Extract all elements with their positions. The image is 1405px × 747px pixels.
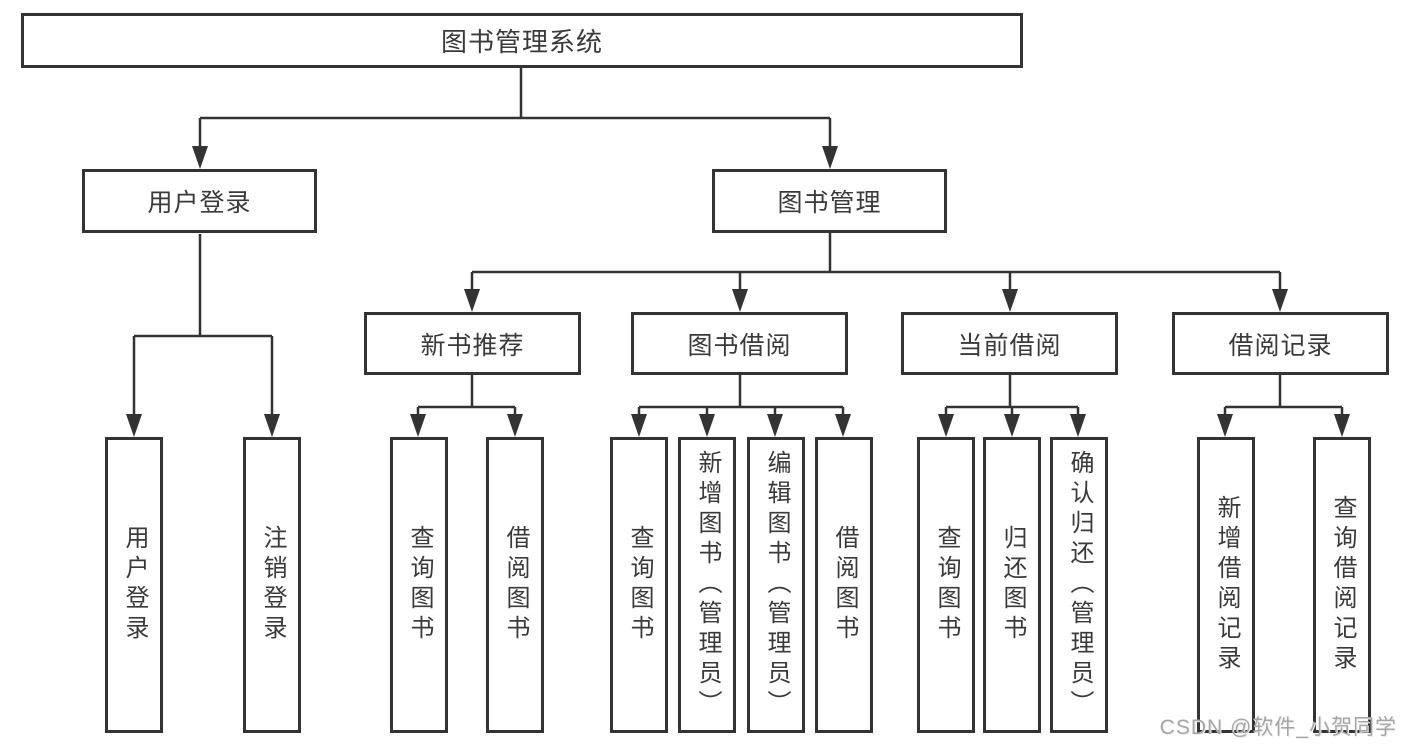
node-label: 当前借阅	[957, 331, 1062, 360]
arrow-down-icon	[699, 414, 715, 437]
arrow-down-icon	[938, 414, 954, 437]
leaf-label: 编辑图书（管理员）	[763, 450, 790, 720]
leaf-label: 借阅图书	[831, 525, 858, 645]
leaf-borrow-book-recommend: 借阅图书	[486, 437, 544, 733]
node-book-borrow: 图书借阅	[631, 312, 848, 375]
node-root-system: 图书管理系统	[21, 13, 1023, 68]
arrow-down-icon	[507, 414, 523, 437]
leaf-label: 新增图书（管理员）	[694, 450, 721, 720]
arrow-down-icon	[192, 146, 208, 169]
node-current-borrow: 当前借阅	[901, 312, 1118, 375]
arrow-down-icon	[410, 414, 426, 437]
node-label: 借阅记录	[1228, 331, 1333, 360]
node-book-management: 图书管理	[712, 169, 947, 233]
arrow-down-icon	[1272, 289, 1288, 312]
arrow-down-icon	[822, 146, 838, 169]
leaf-label: 查询图书	[406, 525, 433, 645]
arrow-down-icon	[767, 414, 783, 437]
node-new-book-recommend: 新书推荐	[364, 312, 581, 375]
leaf-label: 确认归还（管理员）	[1066, 450, 1093, 720]
leaf-logout: 注销登录	[243, 437, 301, 733]
node-borrow-records: 借阅记录	[1172, 312, 1389, 375]
leaf-label: 借阅图书	[502, 525, 529, 645]
arrow-down-icon	[126, 414, 142, 437]
leaf-label: 注销登录	[259, 525, 286, 645]
node-label: 用户登录	[147, 189, 252, 217]
arrow-down-icon	[1002, 289, 1018, 312]
leaf-edit-book-admin: 编辑图书（管理员）	[747, 437, 805, 733]
leaf-confirm-return-admin: 确认归还（管理员）	[1050, 437, 1108, 733]
leaf-label: 查询图书	[626, 525, 653, 645]
leaf-label: 用户登录	[121, 525, 148, 645]
leaf-query-book-current: 查询图书	[917, 437, 975, 733]
leaf-query-book-borrow: 查询图书	[610, 437, 668, 733]
arrow-down-icon	[1334, 414, 1350, 437]
leaf-return-book: 归还图书	[983, 437, 1041, 733]
node-user-login: 用户登录	[82, 169, 317, 233]
arrow-down-icon	[1070, 414, 1086, 437]
leaf-query-borrow-record: 查询借阅记录	[1313, 437, 1371, 733]
node-label: 新书推荐	[420, 331, 525, 360]
arrow-down-icon	[1004, 414, 1020, 437]
arrow-down-icon	[631, 414, 647, 437]
leaf-query-book-recommend: 查询图书	[390, 437, 448, 733]
arrow-down-icon	[732, 289, 748, 312]
arrow-down-icon	[464, 289, 480, 312]
node-label: 图书管理系统	[440, 27, 603, 57]
node-label: 图书管理	[777, 189, 882, 217]
leaf-label: 查询图书	[933, 525, 960, 645]
leaf-add-book-admin: 新增图书（管理员）	[678, 437, 736, 733]
leaf-add-borrow-record: 新增借阅记录	[1197, 437, 1255, 733]
arrow-down-icon	[264, 414, 280, 437]
leaf-user-login: 用户登录	[105, 437, 163, 733]
leaf-borrow-book: 借阅图书	[815, 437, 873, 733]
arrow-down-icon	[1217, 414, 1233, 437]
leaf-label: 归还图书	[999, 525, 1026, 645]
leaf-label: 新增借阅记录	[1213, 495, 1240, 675]
leaf-label: 查询借阅记录	[1329, 495, 1356, 675]
arrow-down-icon	[835, 414, 851, 437]
node-label: 图书借阅	[687, 331, 792, 360]
